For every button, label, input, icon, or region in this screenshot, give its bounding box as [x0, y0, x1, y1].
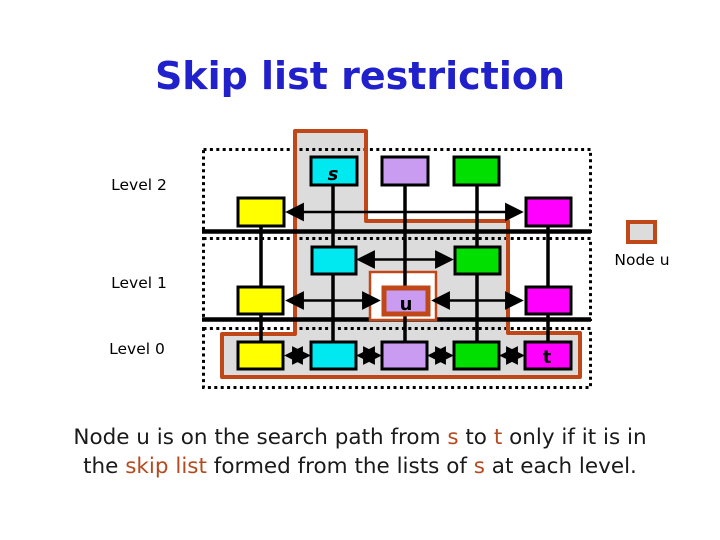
- node-l1-green: [453, 245, 502, 276]
- node-l0-yellow: [236, 340, 285, 371]
- node-t-label: t: [543, 347, 552, 368]
- caption-segment-skip-list: skip list: [125, 454, 207, 479]
- caption-segment: to: [458, 425, 494, 450]
- node-l1-magenta: [524, 285, 573, 316]
- node-l1-yellow: [236, 285, 285, 316]
- caption-line-1: Node u is on the search path from s to t…: [0, 423, 720, 452]
- node-l0-lavender: [380, 340, 429, 371]
- level-0-label: Level 0: [109, 340, 165, 358]
- caption-segment: at each level.: [484, 454, 637, 479]
- legend-node-u-label: Node u: [614, 251, 669, 269]
- caption-line-2: the skip list formed from the lists of s…: [0, 452, 720, 481]
- caption-segment: Node u is on the search path from: [73, 425, 448, 450]
- node-l2-magenta: [524, 196, 573, 228]
- level-0-frame: [202, 327, 592, 389]
- node-s-label: s: [328, 164, 339, 185]
- node-l0-green: [452, 340, 501, 371]
- caption-segment-t: t: [493, 425, 503, 450]
- page-title: Skip list restriction: [154, 54, 566, 98]
- caption-segment: the: [83, 454, 126, 479]
- legend-node-u-swatch: [626, 220, 657, 244]
- node-s: [309, 155, 359, 187]
- caption-segment: formed from the lists of: [206, 454, 474, 479]
- node-l2-yellow: [236, 196, 286, 228]
- node-l0-cyan: [309, 340, 358, 371]
- node-u: [381, 285, 431, 317]
- level-1-label: Level 1: [111, 274, 167, 292]
- level-2-label: Level 2: [111, 176, 167, 194]
- node-l1-cyan: [310, 245, 358, 276]
- caption-segment: only if it is in: [502, 425, 647, 450]
- node-u-label: u: [400, 294, 413, 315]
- level-2-frame: [202, 148, 592, 233]
- node-l2-lavender: [380, 155, 430, 187]
- node-l2-green: [452, 155, 501, 187]
- node-t: [523, 340, 573, 371]
- search-path-outline: [220, 129, 582, 379]
- caption: Node u is on the search path from s to t…: [0, 423, 720, 481]
- caption-segment-s: s: [447, 425, 459, 450]
- caption-segment-s2: s: [473, 454, 485, 479]
